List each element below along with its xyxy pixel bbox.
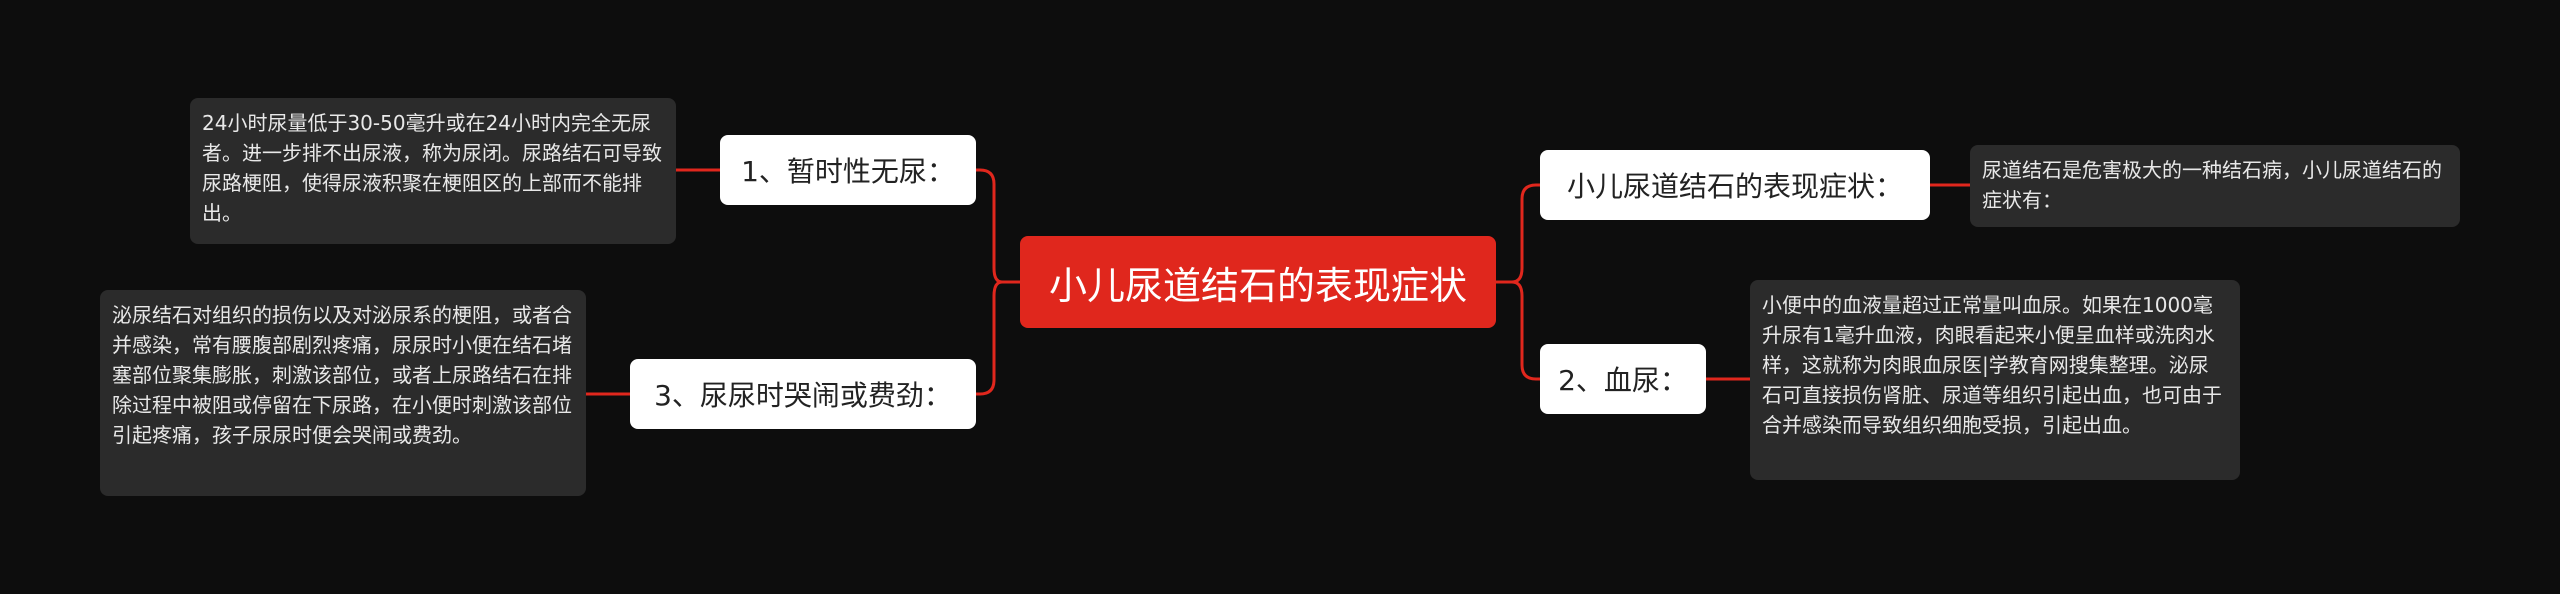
branch-hematuria[interactable]: 2、血尿： [1540, 344, 1706, 414]
branch-crying-straining[interactable]: 3、尿尿时哭闹或费劲： [630, 359, 976, 429]
root-topic[interactable]: 小儿尿道结石的表现症状 [1020, 236, 1496, 328]
detail-crying-straining[interactable]: 泌尿结石对组织的损伤以及对泌尿系的梗阻，或者合并感染，常有腰腹部剧烈疼痛，尿尿时… [100, 290, 586, 496]
detail-temporary-anuria[interactable]: 24小时尿量低于30-50毫升或在24小时内完全无尿者。进一步排不出尿液，称为尿… [190, 98, 676, 244]
branch-symptoms[interactable]: 小儿尿道结石的表现症状： [1540, 150, 1930, 220]
connector-root-to-temporary-anuria [976, 168, 1020, 284]
detail-symptoms[interactable]: 尿道结石是危害极大的一种结石病，小儿尿道结石的症状有： [1970, 145, 2460, 227]
detail-hematuria[interactable]: 小便中的血液量超过正常量叫血尿。如果在1000毫升尿有1毫升血液，肉眼看起来小便… [1750, 280, 2240, 480]
connector-root-to-crying [976, 280, 1020, 396]
branch-temporary-anuria[interactable]: 1、暂时性无尿： [720, 135, 976, 205]
connector-root-to-hematuria [1496, 280, 1540, 381]
connector-root-to-symptoms [1496, 183, 1540, 284]
